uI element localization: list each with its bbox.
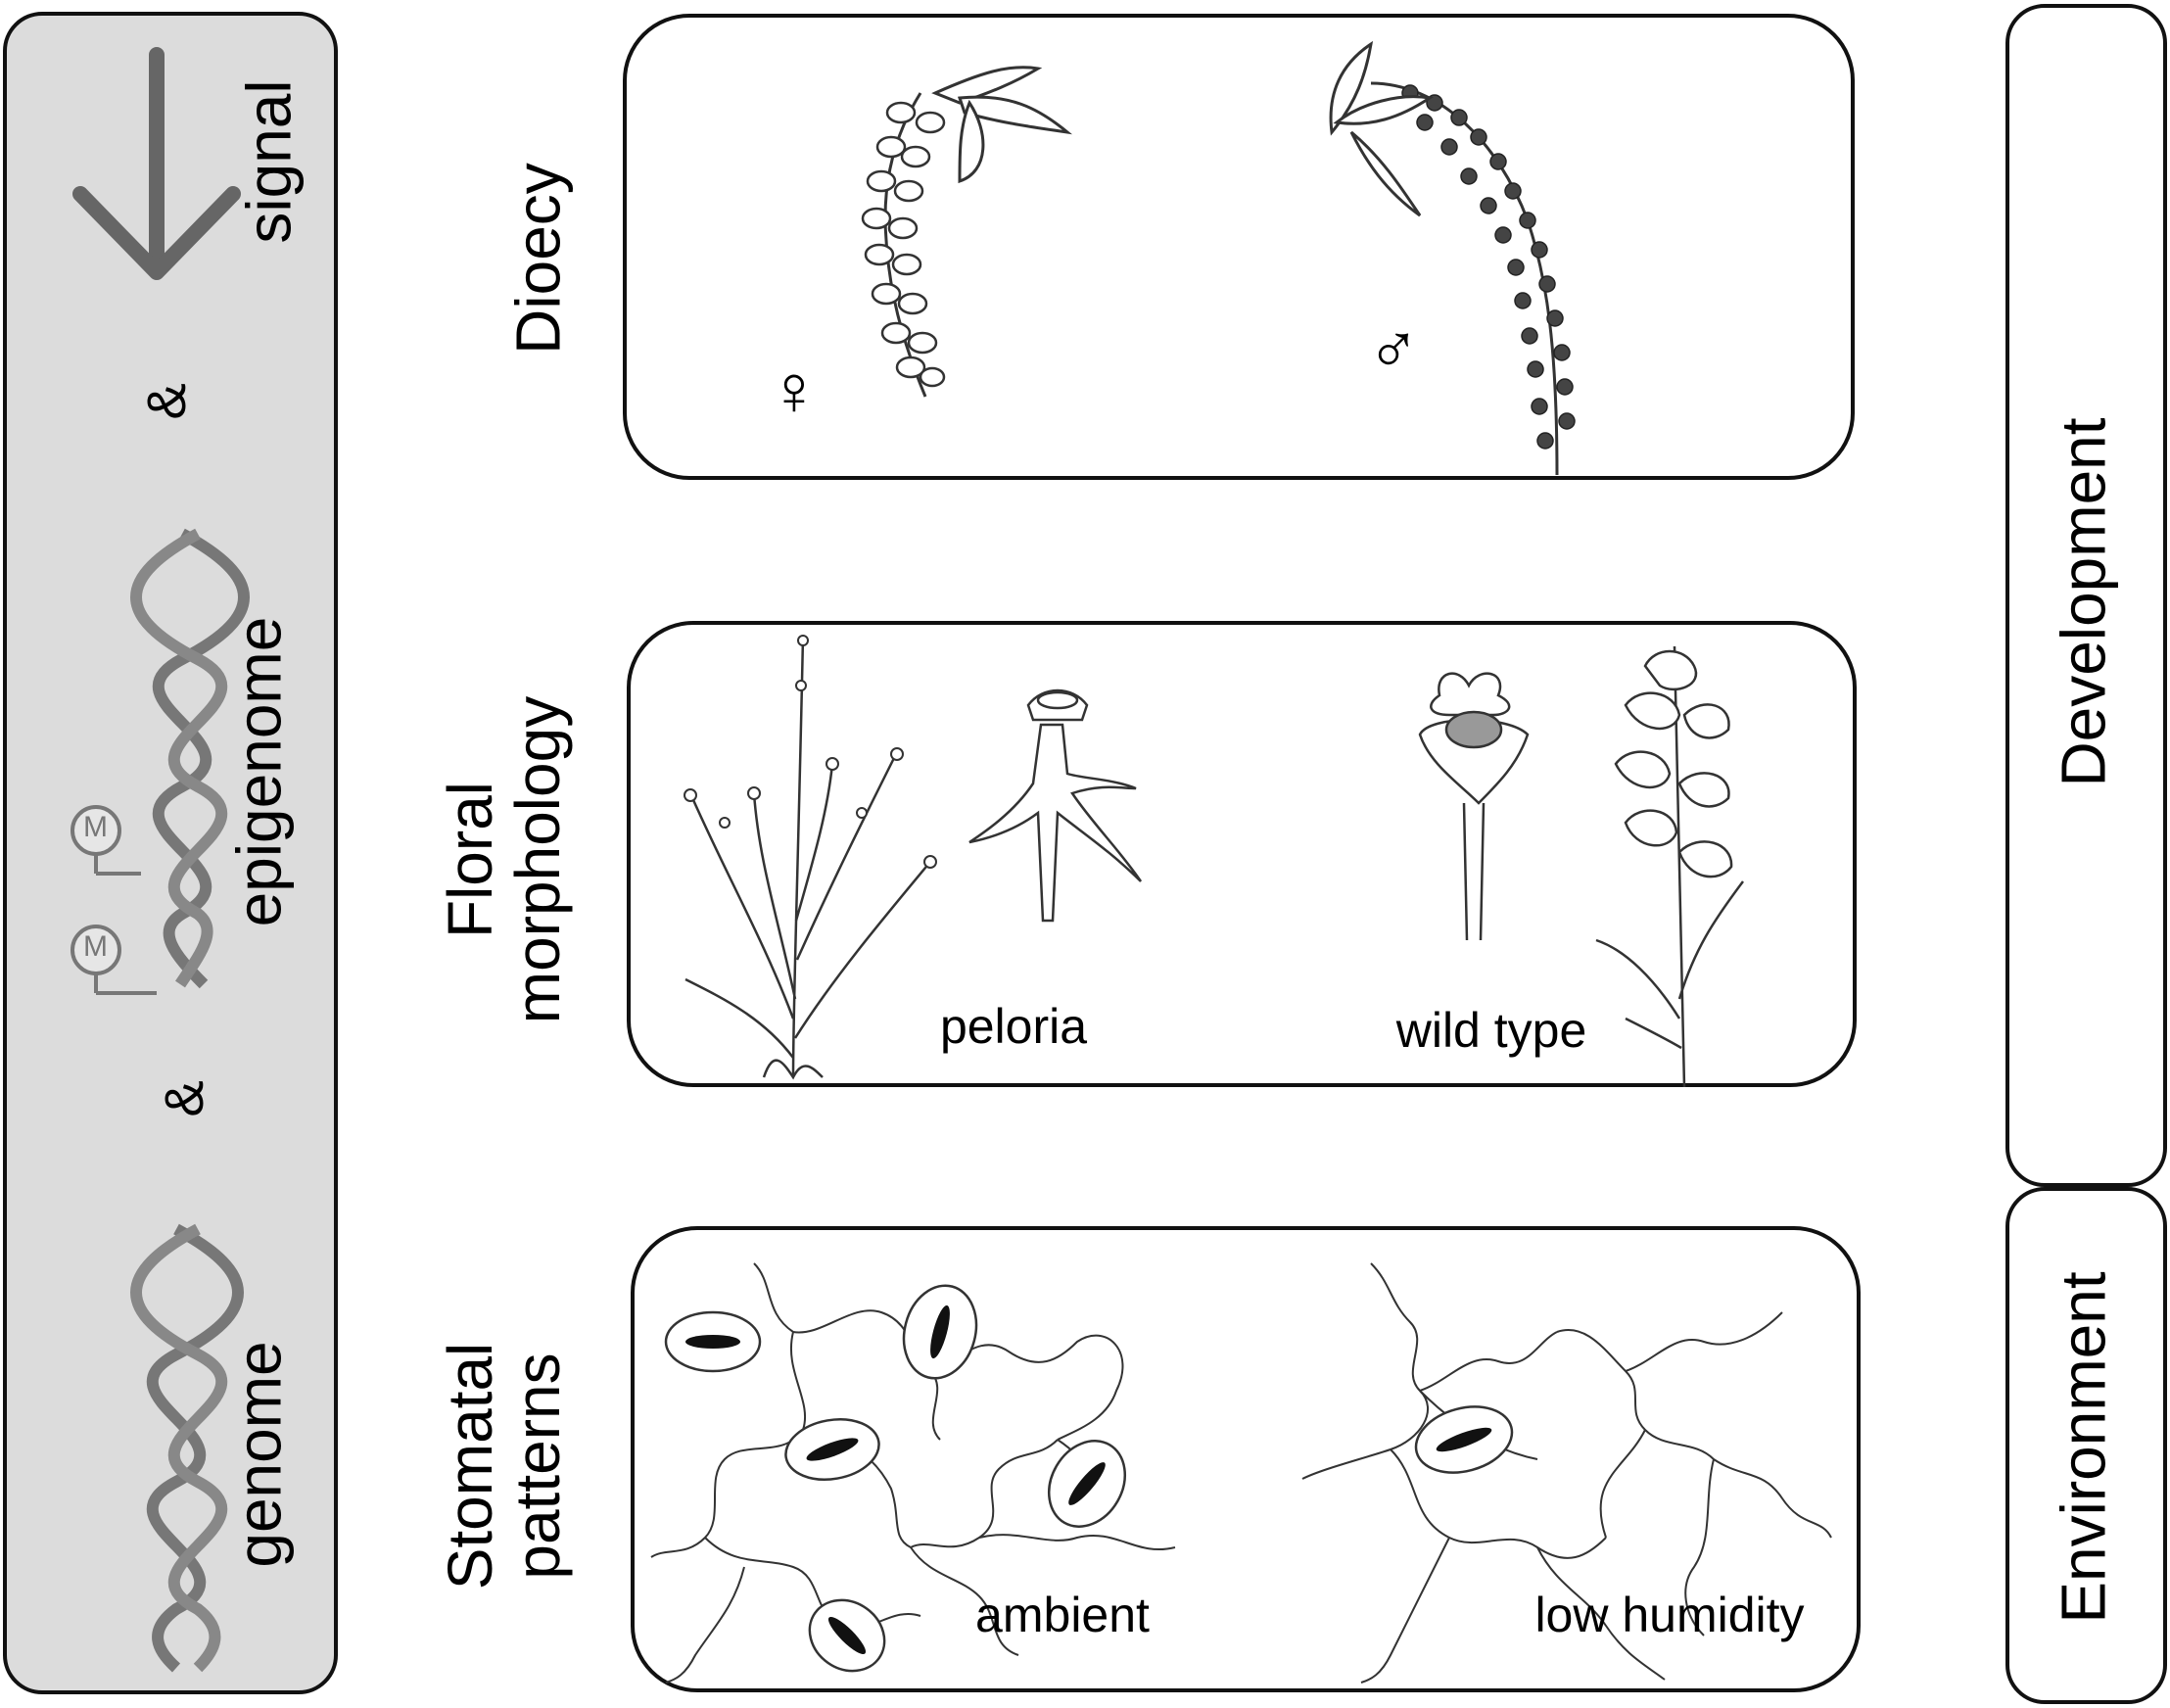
row-title-floral-line2: morphology [502, 695, 573, 1024]
methyl-mark-icon [71, 925, 157, 995]
peloric-flower-drawing [968, 688, 1143, 923]
methyl-mark-icon [71, 805, 141, 876]
row-title-dioecy: Dioecy [502, 163, 574, 355]
genome-label: genome [223, 1341, 295, 1568]
signal-arrow-icon [72, 47, 241, 280]
row-title-stomatal: Stomatal patterns [434, 1342, 573, 1590]
development-label: Development [2048, 417, 2119, 787]
ambient-label: ambient [975, 1588, 1150, 1642]
row-title-floral: Floral morphology [434, 695, 573, 1024]
environment-panel [2005, 1187, 2167, 1704]
wild-type-plant-drawing [1595, 645, 1745, 1088]
dioecy-panel [623, 14, 1855, 480]
methyl-mark-label-lower: M [83, 930, 108, 963]
peloria-plant-drawing [684, 635, 937, 1080]
development-panel [2005, 4, 2167, 1187]
female-catkin-drawing [861, 66, 1073, 398]
genome-helix-icon [130, 1223, 244, 1673]
row-title-stomatal-line1: Stomatal [434, 1342, 505, 1590]
ampersand-top: & [134, 383, 197, 420]
methyl-mark-label-upper: M [83, 811, 108, 843]
row-title-floral-line1: Floral [434, 781, 505, 939]
ambient-epidermis-drawing [650, 1262, 1176, 1684]
peloria-label: peloria [939, 999, 1088, 1054]
male-symbol: ♂ [1367, 310, 1420, 389]
row-title-stomatal-line2: patterns [502, 1352, 573, 1580]
male-catkin-drawing [1329, 40, 1576, 476]
female-symbol: ♀ [768, 352, 821, 430]
signal-label: signal [233, 79, 305, 244]
wild-type-label: wild type [1395, 1003, 1587, 1058]
environment-label: Environment [2048, 1271, 2119, 1624]
epigenome-helix-icon [130, 528, 250, 989]
ampersand-bottom: & [152, 1080, 214, 1117]
low-humidity-epidermis-drawing [1301, 1262, 1832, 1684]
wild-type-flower-drawing [1418, 672, 1530, 941]
low-humidity-label: low humidity [1534, 1588, 1805, 1642]
epigenome-label: epigenome [223, 616, 295, 927]
